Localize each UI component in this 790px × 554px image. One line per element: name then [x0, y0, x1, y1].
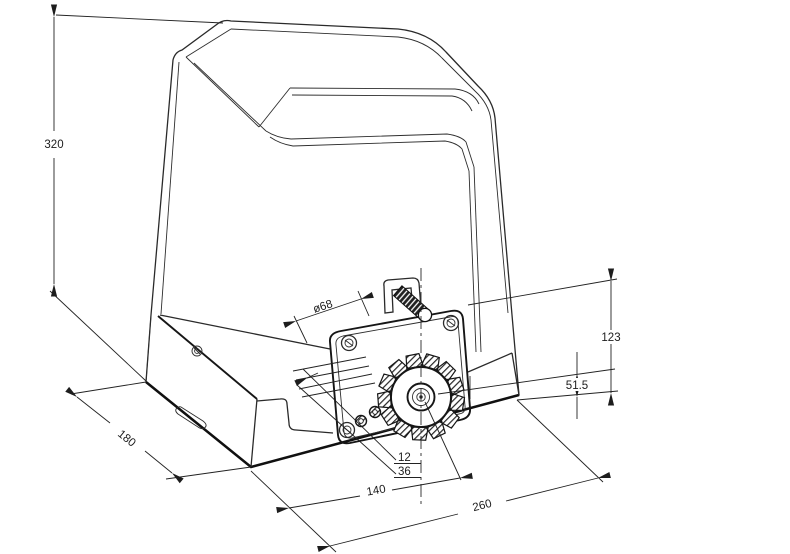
dim-36: 36 — [296, 384, 421, 478]
dim-label-12: 12 — [398, 452, 411, 464]
dim-label-51-5: 51.5 — [566, 380, 588, 392]
dim-label-180: 180 — [115, 428, 137, 449]
dim-140: 140 — [250, 401, 473, 553]
dim-320-height: 320 — [44, 4, 224, 382]
release-handle — [383, 277, 433, 323]
dim-label-260: 260 — [471, 498, 493, 514]
dim-180-depth: 180 — [65, 381, 252, 484]
side-screw — [191, 345, 203, 357]
dim-123: 123 — [467, 268, 625, 406]
dim-label-140: 140 — [366, 483, 387, 498]
hex-stud — [368, 405, 382, 419]
dim-260: 260 — [317, 399, 611, 553]
dim-label-123: 123 — [601, 332, 620, 344]
rack-reference-lines — [292, 356, 376, 398]
dim-68-diameter: ø68 — [283, 290, 374, 344]
cable-notch — [256, 398, 334, 434]
dim-label-68: ø68 — [312, 298, 335, 316]
dim-label-320: 320 — [44, 139, 63, 151]
base-bottom-edge — [145, 381, 520, 469]
housing-silhouette — [145, 19, 520, 468]
dim-12: 12 — [302, 368, 421, 464]
plate-screw — [340, 334, 358, 352]
dim-label-36: 36 — [398, 466, 411, 478]
side-slot — [175, 406, 207, 430]
handle-cap — [417, 307, 433, 323]
housing-cover — [145, 19, 520, 468]
hex-stud — [354, 414, 368, 428]
plate-screw — [442, 314, 460, 332]
dim-51-5: 51.5 — [437, 352, 616, 419]
